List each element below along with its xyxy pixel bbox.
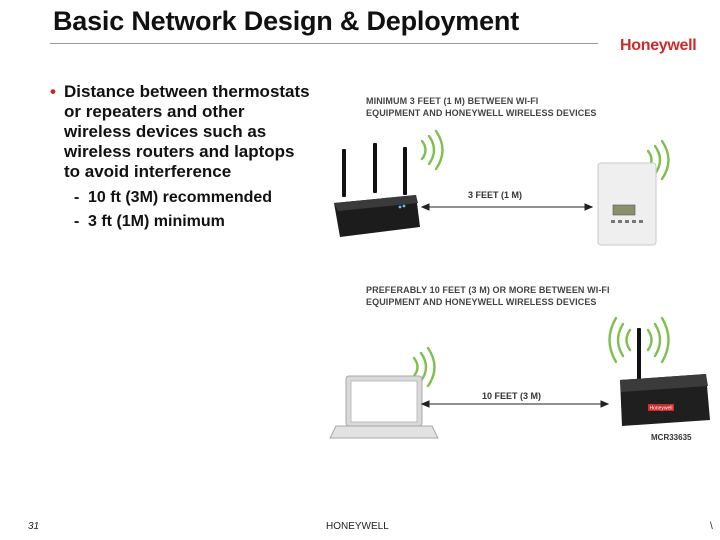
device-brand-label: Honeywell xyxy=(649,406,672,412)
laptop-icon xyxy=(329,375,439,439)
sub-item-text: 3 ft (1M) minimum xyxy=(88,213,225,230)
diagram1-illustration xyxy=(334,129,670,246)
honeywell-logo: Honeywell xyxy=(620,37,697,54)
thermostat-icon xyxy=(597,162,657,246)
diagram1-distance-label: 3 FEET (1 M) xyxy=(468,190,523,200)
title-divider xyxy=(50,43,598,44)
bullet-dot-icon: • xyxy=(50,82,56,101)
repeater-device-icon: Honeywell xyxy=(620,328,710,426)
distance-arrow xyxy=(420,203,594,211)
page-number: 31 xyxy=(28,521,40,532)
footer-mark: \ xyxy=(710,521,713,532)
device-model-label: MCR33635 xyxy=(651,433,692,442)
bullet-item: • Distance between thermostats or repeat… xyxy=(50,82,310,182)
bullet-text: Distance between thermostats or repeater… xyxy=(64,82,310,181)
page-title: Basic Network Design & Deployment xyxy=(53,6,520,36)
dash-icon: - xyxy=(74,213,80,230)
diagram2-illustration: Honeywell xyxy=(329,316,710,439)
sub-item: - 10 ft (3M) recommended xyxy=(74,186,310,210)
router-icon xyxy=(334,143,420,237)
footer-brand: HONEYWELL xyxy=(326,521,389,532)
wifi-signal-icon xyxy=(420,129,444,171)
wifi-signal-icon xyxy=(608,316,670,364)
diagram1-caption: MINIMUM 3 FEET (1 M) BETWEEN WI-FI EQUIP… xyxy=(366,96,597,118)
sub-item-text: 10 ft (3M) recommended xyxy=(88,189,273,206)
diagram2-distance-label: 10 FEET (3 M) xyxy=(482,391,542,401)
distance-arrow xyxy=(420,400,610,408)
sub-item: - 3 ft (1M) minimum xyxy=(74,210,310,234)
bullet-list: • Distance between thermostats or repeat… xyxy=(50,82,310,234)
diagram2-caption: PREFERABLY 10 FEET (3 M) OR MORE BETWEEN… xyxy=(366,285,610,307)
dash-icon: - xyxy=(74,189,80,206)
